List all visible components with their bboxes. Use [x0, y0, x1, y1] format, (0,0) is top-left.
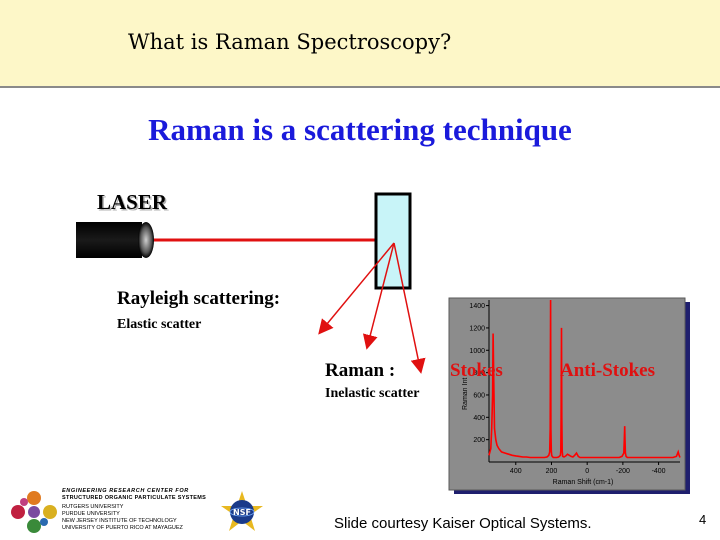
erc-line1: ENGINEERING RESEARCH CENTER FOR	[62, 488, 189, 494]
y-tick-label: 600	[473, 392, 485, 399]
stokes-label: Stokes	[450, 360, 503, 381]
chart-y-axis-label: Raman Int	[462, 378, 469, 410]
y-tick-label: 1000	[469, 348, 485, 355]
laser-body	[76, 222, 142, 258]
rayleigh-sublabel: Elastic scatter	[117, 317, 202, 332]
nsf-logo-text: NSF	[233, 508, 251, 517]
erc-line2: STRUCTURED ORGANIC PARTICULATE SYSTEMS	[62, 495, 207, 501]
raman-sublabel: Inelastic scatter	[325, 386, 420, 401]
sample-cell	[374, 192, 412, 290]
slide-courtesy-note: Slide courtesy Kaiser Optical Systems.	[334, 515, 592, 532]
anti-stokes-label: Anti-Stokes	[560, 360, 656, 381]
header-band: What is Raman Spectroscopy?	[0, 0, 720, 88]
x-tick-label: -400	[652, 468, 666, 475]
x-tick-label: 400	[510, 468, 522, 475]
x-tick-label: 0	[585, 468, 589, 475]
y-tick-label: 1400	[469, 303, 485, 310]
chart-x-axis-label: Raman Shift (cm-1)	[553, 479, 614, 486]
university-4: UNIVERSITY OF PUERTO RICO AT MAYAGUEZ	[62, 525, 183, 531]
raman-scatter-arrow-2	[393, 242, 426, 374]
erc-logo-icon	[11, 491, 57, 533]
slide-header-title: What is Raman Spectroscopy?	[128, 30, 452, 54]
laser-label: LASER	[97, 190, 168, 214]
y-tick-label: 400	[473, 415, 485, 422]
y-tick-label: 1200	[469, 325, 485, 332]
university-2: PURDUE UNIVERSITY	[62, 511, 120, 517]
university-1: RUTGERS UNIVERSITY	[62, 504, 124, 510]
erc-logo-text: ENGINEERING RESEARCH CENTER FOR STRUCTUR…	[62, 488, 206, 532]
slide-main-title: Raman is a scattering technique	[148, 112, 572, 147]
x-tick-label: 200	[546, 468, 558, 475]
raman-label: Raman :	[325, 360, 396, 381]
rayleigh-scatter-arrow	[318, 242, 395, 335]
spectrum-series-line	[488, 299, 681, 459]
page-number: 4	[699, 512, 707, 527]
y-tick-label: 200	[473, 437, 485, 444]
nsf-logo-icon: NSF	[221, 491, 263, 531]
x-tick-label: -200	[616, 468, 630, 475]
university-3: NEW JERSEY INSTITUTE OF TECHNOLOGY	[62, 518, 177, 524]
rayleigh-label: Rayleigh scattering:	[117, 288, 281, 309]
laser-aperture-icon	[138, 222, 154, 258]
raman-scatter-arrow	[362, 242, 395, 350]
y-tick-label: 800	[473, 370, 485, 377]
